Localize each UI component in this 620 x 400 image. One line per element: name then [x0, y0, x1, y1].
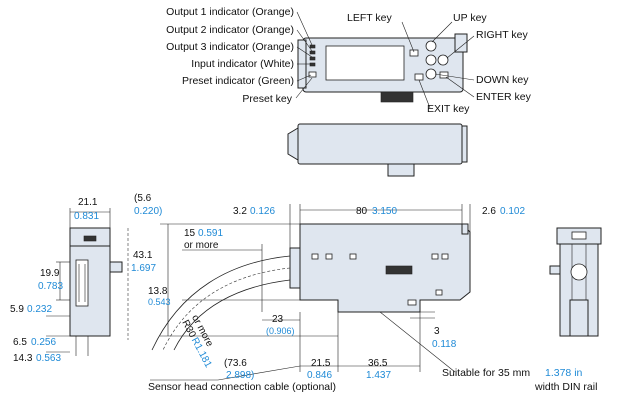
- preset-led: [308, 71, 317, 78]
- main-slot-1: [311, 253, 319, 260]
- dim-5.9-in: 0.232: [27, 304, 52, 315]
- preset-indicator-label: Preset indicator (Green): [182, 75, 294, 87]
- dim-2.6-mm: 2.6: [482, 206, 496, 217]
- end-hole: [570, 263, 588, 281]
- main-cable-boot: [289, 247, 301, 289]
- plan-right-clip: [461, 125, 468, 163]
- dim-3.2-in: 0.126: [250, 206, 275, 217]
- dim-3-mm: 3: [434, 326, 440, 337]
- dim-3.2-mm: 3.2: [233, 206, 247, 217]
- left-side-dims: [46, 208, 111, 356]
- dim-23-in: (0.906): [266, 326, 295, 336]
- side-connector-slot: [75, 259, 89, 307]
- dim-14.3-in: 0.563: [36, 353, 61, 364]
- main-slot-2: [325, 253, 333, 260]
- plan-left-nose: [287, 127, 299, 161]
- dim-36.5-in: 1.437: [366, 370, 391, 381]
- up-key[interactable]: [425, 40, 437, 52]
- plan-bottom-tab: [387, 163, 415, 177]
- dim-21.5-mm: 21.5: [311, 358, 331, 369]
- din-note-a: Suitable for 35 mm: [442, 367, 530, 379]
- main-slot-7: [407, 299, 417, 306]
- left-side-view: [69, 227, 129, 340]
- dim-73.6-in: 2.898): [226, 370, 254, 381]
- dim-73.6-mm: (73.6: [224, 358, 247, 369]
- plan-view: [287, 123, 468, 177]
- end-top-latch: [571, 231, 587, 240]
- dim-13.8-mm: 13.8: [148, 286, 168, 297]
- front-bottom-tab: [380, 91, 414, 103]
- dim-23-mm: 23: [272, 314, 284, 325]
- dim-r30-group: R30 R1.181 or more: [179, 313, 215, 370]
- left-key[interactable]: [409, 49, 419, 57]
- dim-80-mm: 80: [356, 206, 368, 217]
- dim-15-in: 0.591: [198, 228, 223, 239]
- main-slot-5: [441, 253, 449, 260]
- input-indicator-label: Input indicator (White): [191, 58, 294, 70]
- dim-5.6-in: 0.220): [134, 206, 162, 217]
- dim-15-mm: 15: [184, 228, 196, 239]
- end-lower-block: [569, 299, 589, 337]
- dim-2.6-in: 0.102: [500, 206, 525, 217]
- right-key-label: RIGHT key: [476, 29, 528, 41]
- enter-key-label: ENTER key: [476, 91, 532, 103]
- dim-80-in: 3.150: [372, 206, 397, 217]
- plan-body: [297, 123, 463, 165]
- output3-led: [309, 56, 316, 61]
- center-key[interactable]: [425, 54, 437, 66]
- front-view: [297, 33, 468, 103]
- main-side-view: [289, 223, 471, 313]
- dim-6.5-in: 0.256: [31, 337, 56, 348]
- dim-36.5-mm: 36.5: [368, 358, 388, 369]
- preset-key-label: Preset key: [242, 93, 292, 105]
- dim-15-note: or more: [184, 240, 219, 251]
- main-slot-6: [435, 289, 443, 296]
- dim-43.1-mm: 43.1: [133, 250, 153, 261]
- end-side-tab: [549, 265, 561, 275]
- main-dims: [150, 204, 471, 381]
- dim-3-in: 0.118: [432, 339, 457, 350]
- down-key-label: DOWN key: [476, 74, 529, 86]
- main-slot-3: [349, 253, 357, 260]
- display-window: [325, 45, 405, 81]
- main-slot-4: [431, 253, 439, 260]
- cable-note: Sensor head connection cable (optional): [148, 381, 336, 393]
- main-connector: [385, 265, 413, 275]
- main-body: [299, 223, 471, 313]
- output2-led: [309, 50, 316, 55]
- exit-key-label: EXIT key: [427, 103, 470, 115]
- callout-lines: [295, 11, 475, 109]
- dim-6.5-mm: 6.5: [13, 337, 27, 348]
- dim-43.1-in: 1.697: [131, 263, 156, 274]
- dim-14.3-mm: 14.3: [13, 353, 33, 364]
- output3-label: Output 3 indicator (Orange): [166, 41, 294, 53]
- dim-5.6-mm: (5.6: [134, 193, 152, 204]
- output2-label: Output 2 indicator (Orange): [166, 24, 294, 36]
- output1-label: Output 1 indicator (Orange): [166, 6, 294, 18]
- dim-21-in: 0.831: [74, 211, 99, 222]
- exit-key[interactable]: [414, 73, 424, 81]
- right-key[interactable]: [437, 54, 449, 66]
- up-key-label: UP key: [453, 12, 487, 24]
- din-note-b: 1.378 in: [545, 367, 583, 379]
- output1-led: [309, 44, 316, 49]
- dim-13.8-in: 0.543: [148, 297, 171, 307]
- dim-21-mm: 21.1: [78, 197, 98, 208]
- side-cable-port: [109, 261, 123, 273]
- dim-21.5-in: 0.846: [307, 370, 332, 381]
- main-top-clip: [461, 223, 469, 235]
- down-key[interactable]: [425, 68, 437, 80]
- front-right-clip: [454, 33, 468, 53]
- dim-5.9-mm: 5.9: [10, 304, 24, 315]
- right-end-view: [549, 227, 602, 337]
- input-led: [309, 62, 316, 67]
- dim-19.9-in: 0.783: [38, 281, 63, 292]
- left-key-label: LEFT key: [347, 12, 392, 24]
- side-top-latch: [83, 235, 97, 242]
- dim-19.9-mm: 19.9: [40, 268, 60, 279]
- din-note-c: width DIN rail: [534, 381, 597, 393]
